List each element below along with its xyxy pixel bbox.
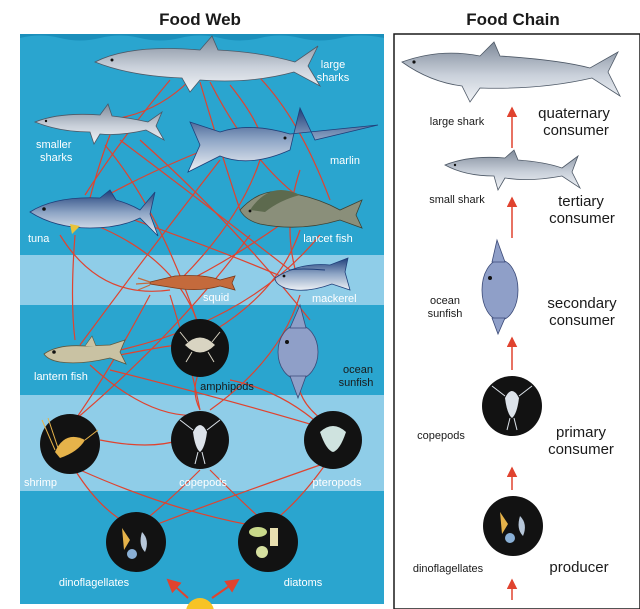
diatoms-icon	[238, 512, 298, 572]
chain-organism-label: small shark	[429, 194, 485, 206]
lantern-fish-label: lantern fish	[34, 371, 88, 383]
arrow-line	[229, 84, 259, 129]
mackerel-icon	[274, 257, 351, 291]
arrow-line	[119, 139, 291, 271]
squid-label: squid	[203, 292, 229, 304]
dinoflagellates-label: dinoflagellates	[59, 577, 130, 589]
arrow-line	[139, 139, 311, 321]
arrow-line	[104, 144, 201, 331]
water-surface	[20, 34, 384, 41]
large-shark-icon	[401, 41, 622, 103]
ocean-sunfish-icon	[277, 303, 319, 400]
lancet-fish-label: lancet fish	[303, 233, 353, 245]
small-shark-icon	[444, 149, 582, 192]
arrow-line	[109, 369, 331, 431]
squid-icon	[135, 275, 236, 291]
marlin-icon	[187, 106, 379, 173]
arrow-line	[154, 464, 321, 526]
arrow-line	[94, 224, 201, 331]
food-web-title: Food Web	[159, 10, 241, 29]
food-chain-panel: Food Chain	[393, 10, 640, 609]
food-web-panel: Food Web	[20, 10, 384, 609]
arrow-line	[71, 234, 76, 341]
arrow-line	[119, 79, 191, 119]
chain-organism-label: dinoflagellates	[413, 563, 484, 575]
arrow-line	[229, 379, 321, 426]
large-sharks-icon	[94, 35, 322, 93]
chain-organism-label: large shark	[430, 116, 485, 128]
food-web-arrows	[59, 77, 331, 526]
shrimp-label: shrimp	[24, 477, 57, 489]
mackerel-label: mackerel	[312, 293, 357, 305]
pteropods-label: pteropods	[313, 477, 362, 489]
amphipods-icon	[171, 319, 229, 377]
arrow-line	[59, 234, 171, 292]
chain-organism-label: copepods	[417, 430, 465, 442]
lantern-fish-icon	[43, 335, 127, 365]
smaller-sharks-icon	[33, 103, 166, 145]
arrow-line	[79, 159, 221, 346]
food-chain-title: Food Chain	[466, 10, 559, 29]
copepods-icon	[482, 376, 542, 436]
copepods-label: copepods	[179, 477, 227, 489]
arrow-line	[179, 159, 261, 281]
arrow-line	[119, 214, 291, 281]
ocean-sunfish-icon	[481, 238, 519, 336]
arrow-line	[209, 294, 301, 411]
arrow-line	[74, 234, 251, 421]
dinoflagellates-icon	[483, 496, 543, 556]
arrow-line	[84, 79, 171, 196]
arrow-line	[74, 294, 151, 421]
arrow-line	[89, 134, 111, 199]
lancet-fish-icon	[239, 190, 363, 229]
pteropods-icon	[304, 411, 362, 469]
arrow-line	[119, 234, 321, 351]
arrow-line	[214, 229, 301, 331]
copepods-icon	[171, 411, 229, 469]
trophic-role-label: producer	[549, 559, 608, 576]
tuna-icon	[29, 189, 159, 237]
tuna-label: tuna	[28, 233, 50, 245]
marlin-label: marlin	[330, 155, 360, 167]
shrimp-icon	[40, 414, 100, 474]
arrow-line	[79, 469, 251, 526]
diatoms-label: diatoms	[284, 577, 323, 589]
sun-icon	[166, 578, 240, 609]
dinoflagellates-icon	[106, 512, 166, 572]
amphipods-label: amphipods	[200, 381, 254, 393]
